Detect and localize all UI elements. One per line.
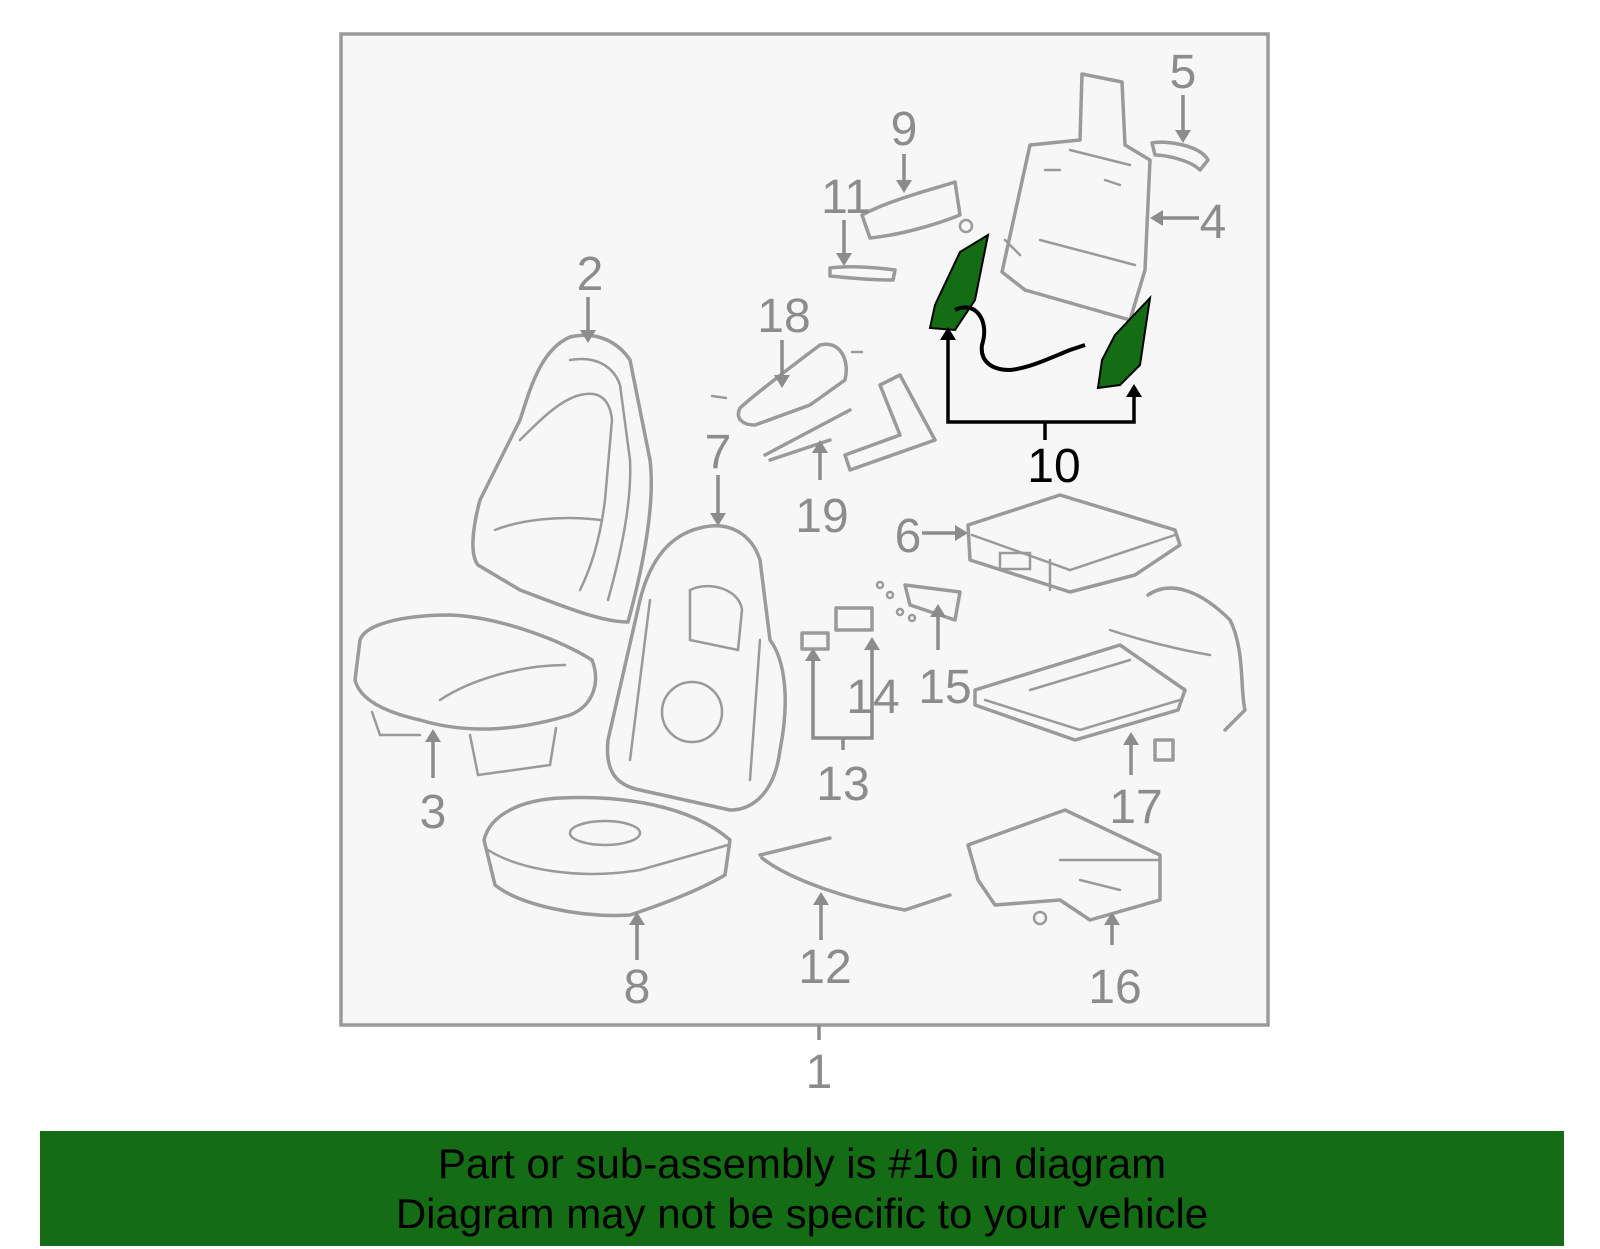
callout-1: 1 xyxy=(806,1046,833,1099)
callout-8: 8 xyxy=(624,961,651,1014)
part-16-seat-base xyxy=(966,808,1162,926)
part-info-banner: Part or sub-assembly is #10 in diagram D… xyxy=(40,1131,1564,1246)
part-17-seat-track xyxy=(973,586,1247,762)
part-18-side-cover xyxy=(710,342,864,427)
part-8-bottom-cushion xyxy=(482,795,732,918)
part-10-recliner-assembly xyxy=(928,232,1152,390)
callout-17: 17 xyxy=(1109,781,1162,834)
part-6-seat-pan xyxy=(966,493,1182,594)
part-5-headrest-guide xyxy=(1150,140,1210,172)
callout-10: 10 xyxy=(1027,440,1080,493)
banner-part-line: Part or sub-assembly is #10 in diagram xyxy=(437,1139,1167,1187)
banner-disclaimer-line: Diagram may not be specific to your vehi… xyxy=(395,1189,1209,1237)
part-2-seat-back xyxy=(471,333,654,624)
callout-7: 7 xyxy=(705,426,732,479)
leader-lines xyxy=(425,95,1199,960)
callout-14: 14 xyxy=(846,671,899,724)
part-14-bracket xyxy=(834,606,874,632)
leader-10 xyxy=(940,327,1142,440)
part-11-bracket xyxy=(828,264,897,282)
callout-11: 11 xyxy=(821,171,871,224)
callout-19: 19 xyxy=(795,490,848,543)
callout-6: 6 xyxy=(895,510,922,563)
callout-16: 16 xyxy=(1088,961,1141,1014)
callout-3: 3 xyxy=(420,786,447,839)
part-13-bracket xyxy=(800,631,830,651)
part-15-bracket xyxy=(875,580,962,623)
callout-4: 4 xyxy=(1200,196,1227,249)
callout-12: 12 xyxy=(798,941,851,994)
callout-13: 13 xyxy=(816,758,869,811)
callout-18: 18 xyxy=(757,290,810,343)
part-3-seat-cushion xyxy=(353,613,598,777)
part-9-armrest xyxy=(860,180,962,240)
part-12-wire xyxy=(758,836,952,912)
callout-5: 5 xyxy=(1170,46,1197,99)
callout-9: 9 xyxy=(891,103,918,156)
callout-2: 2 xyxy=(577,248,604,301)
callout-15: 15 xyxy=(918,661,971,714)
part-7-seat-back-cover xyxy=(605,524,787,812)
